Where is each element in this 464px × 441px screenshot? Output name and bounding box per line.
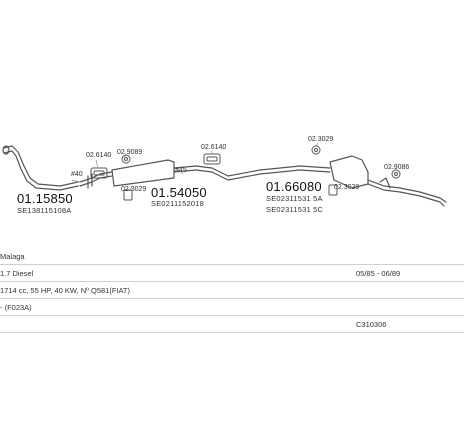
info-engine: 1.7 Diesel <box>0 269 34 278</box>
part-ref-1: SE138115108A <box>17 206 72 215</box>
label-clamp-a: 02.6140 <box>86 152 112 159</box>
label-hanger-g: 02.3029 <box>308 136 334 143</box>
label-mark-e: #45 <box>175 167 187 174</box>
info-row-code: - (F023A) <box>0 299 464 316</box>
label-hanger-h: 02.9086 <box>384 164 410 171</box>
exhaust-diagram: 01.15850 SE138115108A 01.54050 SE0211152… <box>2 136 447 215</box>
front-pipe <box>2 145 79 191</box>
part-number-3: 01.66080 <box>266 179 322 194</box>
info-row-spec: 1714 cc, 55 HP, 40 KW, Nº Q581(FIAT) <box>0 282 464 299</box>
label-mark-c: #40 <box>71 171 83 178</box>
part-number-2: 01.54050 <box>151 185 207 200</box>
info-catalog-ref: C310306 <box>356 320 387 329</box>
info-dates: 05/85 - 06/89 <box>356 269 401 278</box>
label-hanger-b: 02.9089 <box>117 149 143 156</box>
label-hanger-d: 02.3029 <box>121 186 147 193</box>
info-engine-code: - (F023A) <box>0 303 32 312</box>
info-spec: 1714 cc, 55 HP, 40 KW, Nº Q581(FIAT) <box>0 286 131 295</box>
info-row-ref: C310306 <box>0 316 464 333</box>
part-ref-3b: SE02311531 5C <box>266 205 324 214</box>
info-row-model: Malaga <box>0 248 464 265</box>
part-ref-3a: SE02311531 5A <box>266 194 323 203</box>
center-section <box>79 159 213 189</box>
exhaust-system-drawing <box>2 142 447 207</box>
part-ref-2: SE0211152018 <box>151 199 205 208</box>
label-hanger-i: 02.3029 <box>334 184 360 191</box>
part-number-1: 01.15850 <box>17 191 73 206</box>
info-row-engine: 1.7 Diesel 05/85 - 06/89 <box>0 265 464 282</box>
vehicle-info-table: Malaga 1.7 Diesel 05/85 - 06/89 1714 cc,… <box>0 248 464 333</box>
rear-section <box>211 155 447 207</box>
info-model: Malaga <box>0 252 25 261</box>
label-clamp-f: 02.6140 <box>201 144 227 151</box>
